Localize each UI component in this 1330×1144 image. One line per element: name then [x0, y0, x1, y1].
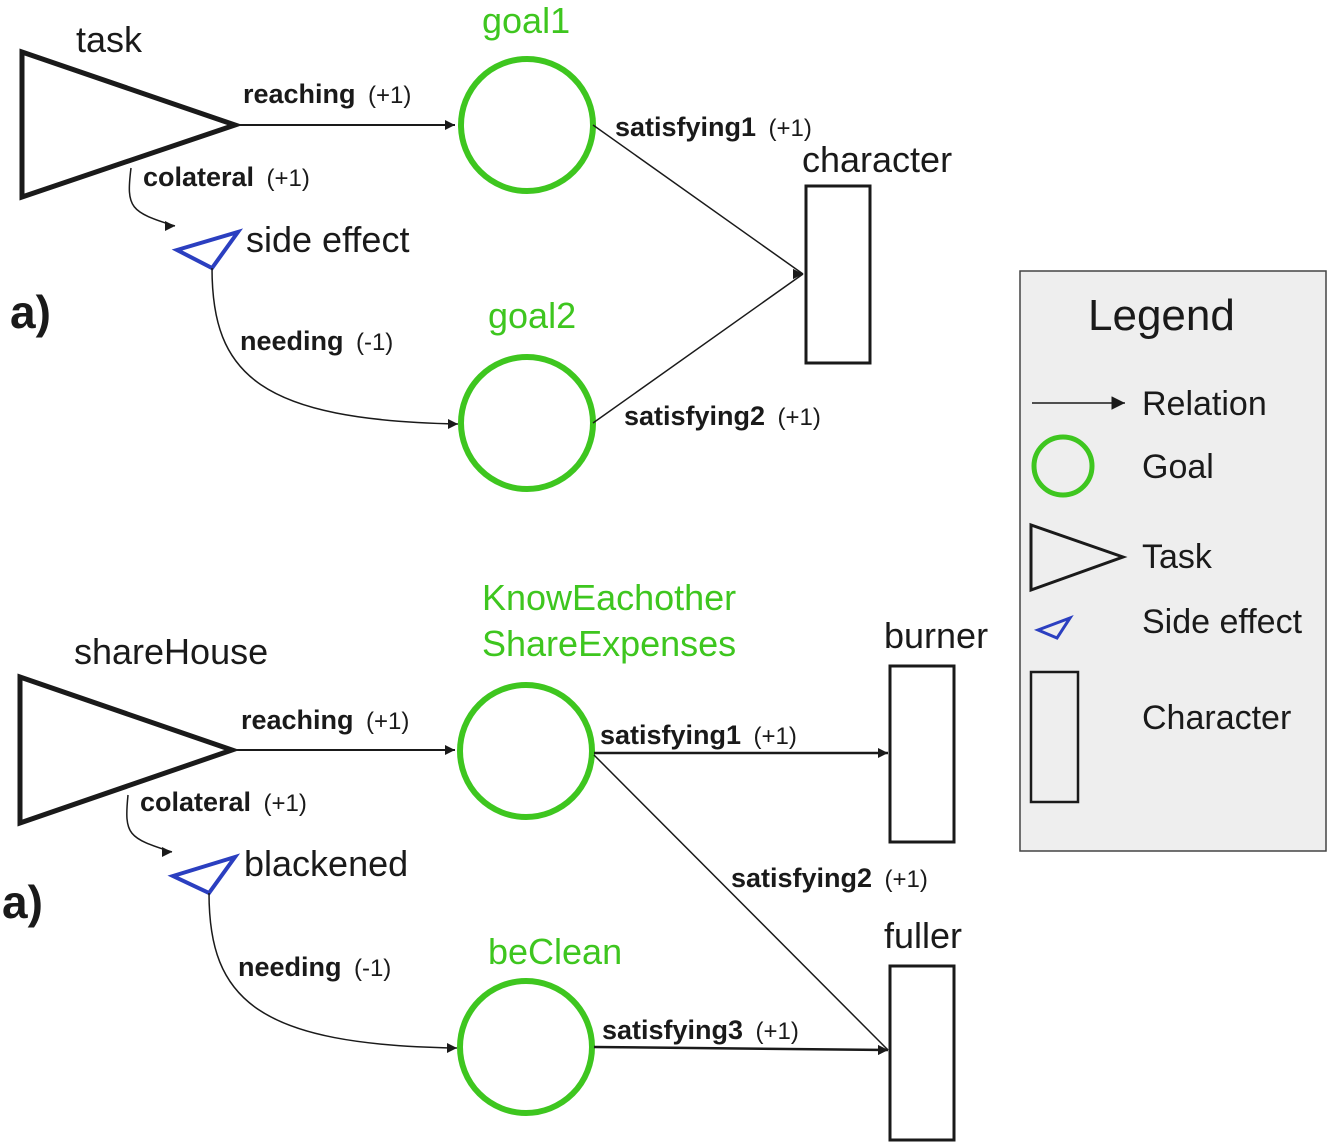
colateral-name-b: colateral — [140, 787, 251, 817]
blackened-label: blackened — [244, 843, 408, 884]
needing-edge-b — [208, 892, 458, 1053]
shareexpenses-label: ShareExpenses — [482, 623, 736, 664]
satisfying3-weight-b: (+1) — [756, 1018, 799, 1045]
colateral-name: colateral — [143, 162, 254, 192]
satisfying2-weight: (+1) — [778, 404, 821, 431]
colateral-label: colateral (+1) — [143, 162, 310, 192]
needing-name: needing — [240, 326, 344, 356]
task-triangle — [19, 48, 243, 201]
satisfying1-edge — [592, 124, 804, 279]
fuller-label: fuller — [884, 915, 962, 956]
satisfying3-label-b: satisfying3 (+1) — [602, 1015, 799, 1045]
satisfying3-name-b: satisfying3 — [602, 1015, 743, 1045]
fuller-box — [888, 964, 956, 1142]
side-effect-triangle — [171, 228, 244, 271]
legend-goal-icon — [1031, 434, 1095, 498]
legend-goal-label: Goal — [1142, 448, 1214, 486]
satisfying2-name: satisfying2 — [624, 401, 765, 431]
legend-relation-label: Relation — [1142, 385, 1267, 423]
legend-side-effect-icon — [1033, 614, 1074, 640]
goal2-circle — [458, 354, 596, 492]
needing-name-b: needing — [238, 952, 342, 982]
side-effect-label: side effect — [246, 219, 409, 260]
legend-box — [1019, 270, 1327, 852]
reaching-name: reaching — [243, 79, 356, 109]
diagram-b-part-label: a) — [2, 876, 43, 928]
knoweachother-goal-circle — [457, 682, 595, 820]
satisfying1-weight-b: (+1) — [754, 723, 797, 750]
satisfying1-weight: (+1) — [769, 115, 812, 142]
knoweachother-label: KnowEachother — [482, 577, 736, 618]
goal2-label: goal2 — [488, 295, 576, 336]
sharehouse-triangle — [17, 673, 240, 827]
diagram-a: a) task goal1 goal2 side effect characte… — [10, 0, 952, 492]
legend-character-icon — [1029, 670, 1080, 804]
needing-edge — [211, 267, 459, 429]
reaching-weight: (+1) — [368, 82, 411, 109]
goal1-label: goal1 — [482, 0, 570, 41]
satisfying2-name-b: satisfying2 — [731, 863, 872, 893]
satisfying1-label-b: satisfying1 (+1) — [600, 720, 797, 750]
satisfying2-edge-b — [593, 754, 889, 1055]
satisfying1-label: satisfying1 (+1) — [615, 112, 812, 142]
satisfying3-edge-b — [593, 1045, 889, 1055]
satisfying2-label: satisfying2 (+1) — [624, 401, 821, 431]
legend-task-icon — [1029, 522, 1128, 593]
colateral-edge-b — [126, 794, 173, 857]
needing-label-b: needing (-1) — [238, 952, 391, 982]
reaching-weight-b: (+1) — [366, 708, 409, 735]
colateral-edge — [128, 167, 176, 231]
legend-side-effect-label: Side effect — [1142, 603, 1303, 641]
legend-character-label: Character — [1142, 699, 1291, 737]
legend-task-label: Task — [1142, 538, 1213, 576]
satisfying2-label-b: satisfying2 (+1) — [731, 863, 928, 893]
reaching-label: reaching (+1) — [243, 79, 411, 109]
colateral-label-b: colateral (+1) — [140, 787, 307, 817]
reaching-name-b: reaching — [241, 705, 354, 735]
diagram-b: a) shareHouse KnowEachother ShareExpense… — [2, 577, 988, 1142]
beclean-label: beClean — [488, 931, 622, 972]
satisfying2-weight-b: (+1) — [885, 866, 928, 893]
character-label: character — [802, 139, 952, 180]
legend-title: Legend — [1088, 291, 1235, 340]
colateral-weight: (+1) — [267, 165, 310, 192]
reaching-label-b: reaching (+1) — [241, 705, 409, 735]
goal1-circle — [458, 56, 596, 194]
needing-weight-b: (-1) — [354, 955, 391, 982]
burner-box — [888, 664, 956, 844]
legend: Legend Relation Goal Task Side effect Ch… — [1019, 270, 1327, 852]
satisfying1-name: satisfying1 — [615, 112, 756, 142]
burner-label: burner — [884, 615, 988, 656]
sharehouse-label: shareHouse — [74, 631, 268, 672]
character-box — [804, 184, 872, 365]
needing-weight: (-1) — [356, 329, 393, 356]
blackened-triangle — [167, 853, 241, 896]
colateral-weight-b: (+1) — [264, 790, 307, 817]
needing-label: needing (-1) — [240, 326, 393, 356]
satisfying1-name-b: satisfying1 — [600, 720, 741, 750]
satisfying2-edge — [592, 269, 804, 424]
task-label: task — [76, 19, 143, 60]
diagram-a-part-label: a) — [10, 286, 51, 338]
beclean-goal-circle — [457, 978, 595, 1116]
